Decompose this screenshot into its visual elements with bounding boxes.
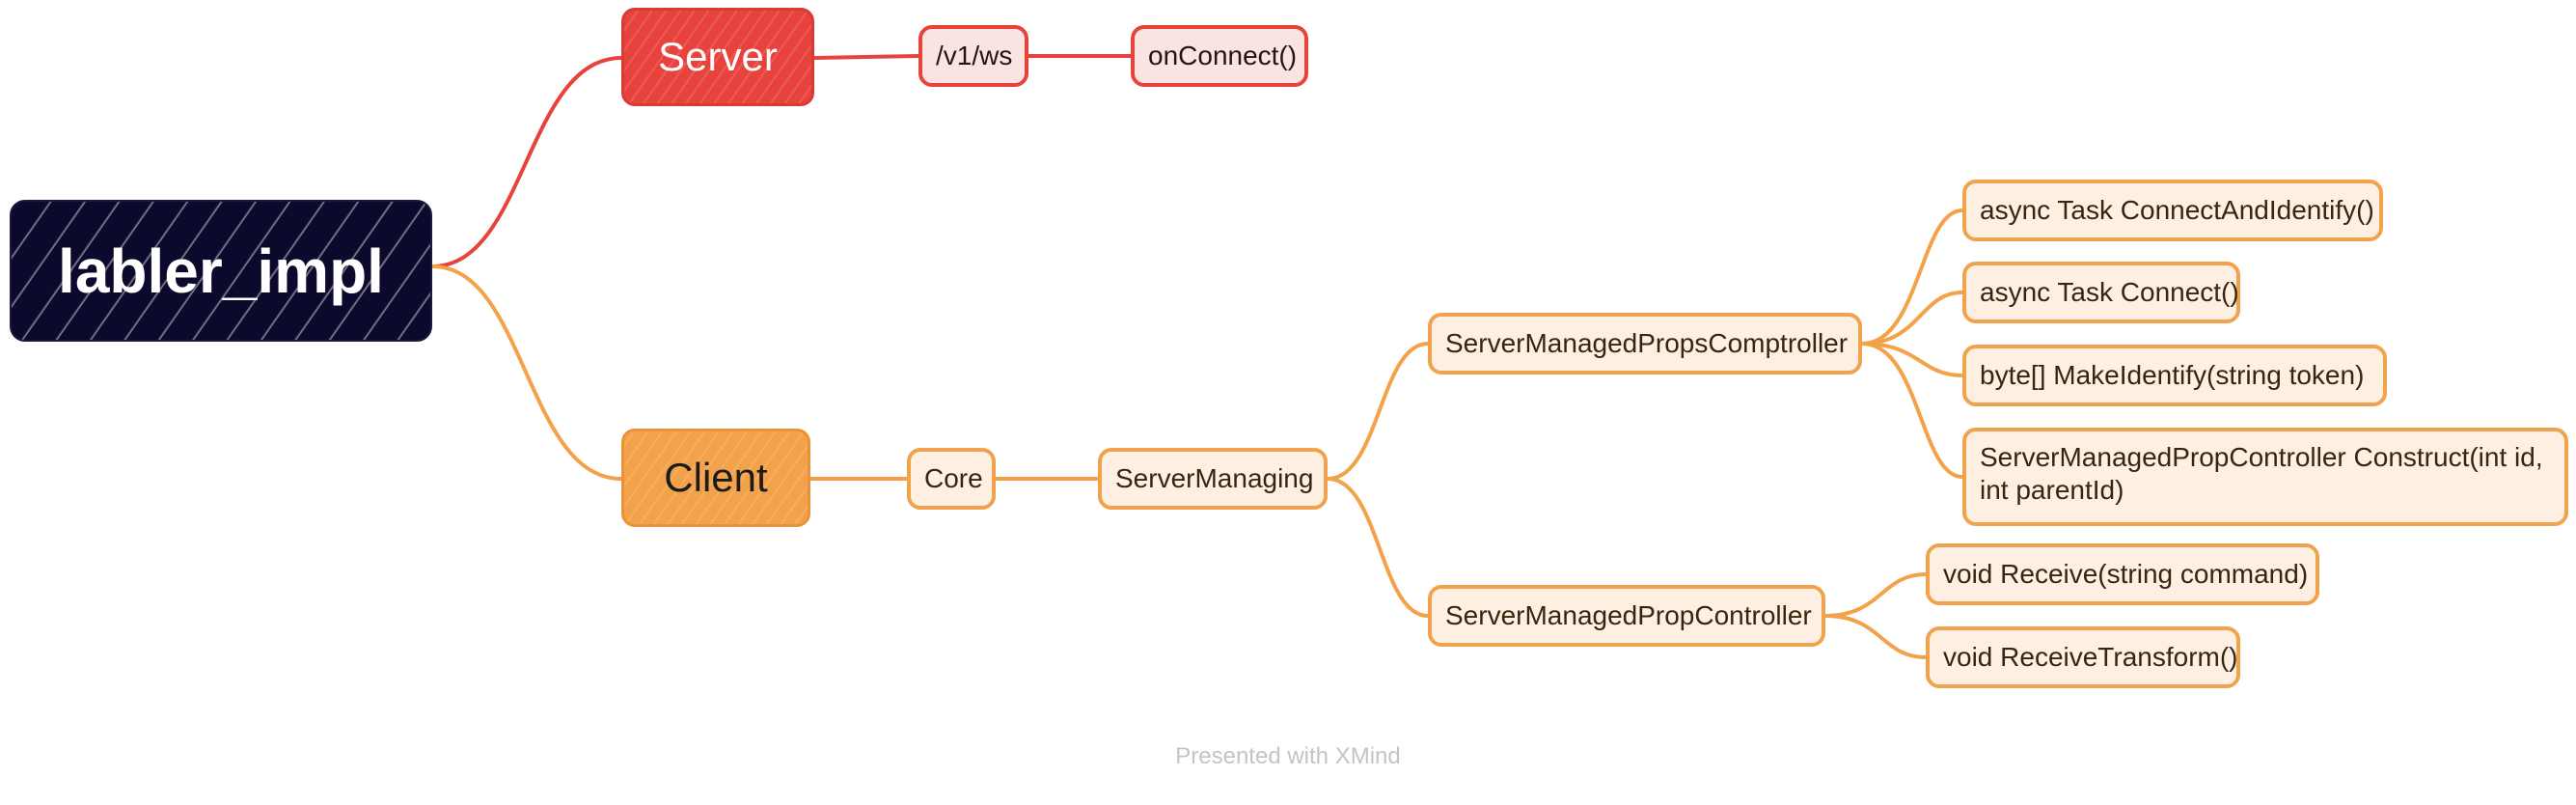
connector-root-server	[430, 56, 623, 268]
method-connect-label: async Task Connect()	[1980, 277, 2239, 307]
subtopic-core-label: Core	[924, 463, 983, 493]
subtopic-on-connect[interactable]: onConnect()	[1131, 25, 1308, 87]
connector-comptroller-method-2	[1860, 291, 1964, 346]
topic-server[interactable]: Server	[621, 8, 814, 106]
connector-managing-comptroller	[1326, 342, 1430, 481]
root-topic[interactable]: labler_impl	[10, 200, 432, 342]
subtopic-server-managing-label: ServerManaging	[1115, 463, 1314, 493]
subtopic-ws-path[interactable]: /v1/ws	[918, 25, 1028, 87]
topic-server-label: Server	[658, 34, 778, 79]
connector-controller-method-2	[1823, 614, 1928, 659]
subtopic-on-connect-label: onConnect()	[1148, 41, 1298, 70]
method-construct-label: ServerManagedPropController Construct(in…	[1980, 442, 2543, 505]
method-connect-and-identify-label: async Task ConnectAndIdentify()	[1980, 195, 2374, 225]
method-construct[interactable]: ServerManagedPropController Construct(in…	[1962, 428, 2568, 526]
method-make-identify[interactable]: byte[] MakeIdentify(string token)	[1962, 345, 2387, 406]
connector-controller-method-1	[1823, 572, 1928, 618]
method-connect-and-identify[interactable]: async Task ConnectAndIdentify()	[1962, 180, 2383, 241]
subtopic-prop-controller[interactable]: ServerManagedPropController	[1428, 585, 1825, 647]
subtopic-props-comptroller[interactable]: ServerManagedPropsComptroller	[1428, 313, 1862, 375]
method-receive-transform[interactable]: void ReceiveTransform()	[1926, 626, 2240, 688]
xmind-watermark: Presented with XMind	[1175, 743, 1401, 769]
method-make-identify-label: byte[] MakeIdentify(string token)	[1980, 360, 2365, 390]
method-connect[interactable]: async Task Connect()	[1962, 262, 2240, 323]
topic-client[interactable]: Client	[621, 429, 810, 527]
method-receive-label: void Receive(string command)	[1943, 559, 2309, 589]
subtopic-props-comptroller-label: ServerManagedPropsComptroller	[1445, 328, 1849, 358]
subtopic-server-managing[interactable]: ServerManaging	[1098, 448, 1328, 510]
root-topic-label: labler_impl	[58, 236, 384, 306]
method-receive-transform-label: void ReceiveTransform()	[1943, 642, 2238, 672]
subtopic-ws-path-label: /v1/ws	[936, 41, 1013, 70]
connector-comptroller-method-4	[1860, 342, 1964, 479]
connector-comptroller-method-3	[1860, 342, 1964, 377]
connector-comptroller-method-1	[1860, 208, 1964, 346]
connector-server-path	[812, 54, 920, 60]
method-receive[interactable]: void Receive(string command)	[1926, 543, 2319, 605]
subtopic-core[interactable]: Core	[907, 448, 996, 510]
topic-client-label: Client	[664, 455, 768, 500]
connector-root-client	[430, 264, 623, 481]
subtopic-prop-controller-label: ServerManagedPropController	[1445, 600, 1812, 630]
connector-managing-controller	[1326, 477, 1430, 618]
